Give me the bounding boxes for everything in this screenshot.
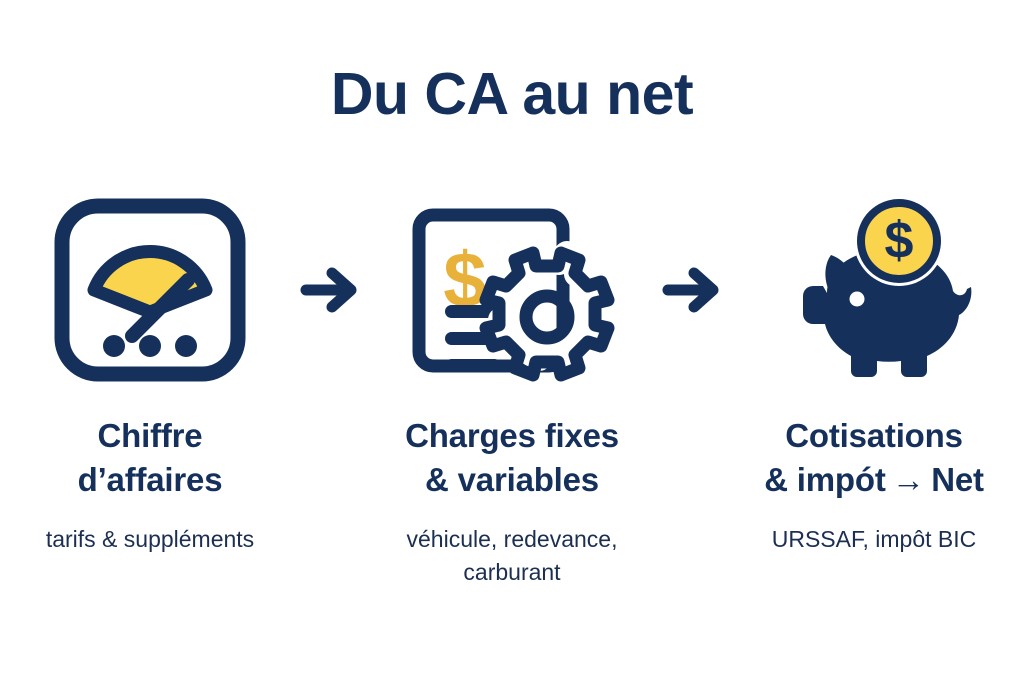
connector-arrow-1	[295, 190, 367, 390]
flow-step-revenue: Chiffre d’affaires tarifs & suppléments	[5, 190, 295, 556]
svg-text:$: $	[884, 211, 913, 269]
piggy-bank-coin-icon: $	[759, 190, 989, 390]
arrow-right-icon	[300, 267, 357, 313]
flow-step-charges: $ Charges fixes & variables véhicu	[367, 190, 657, 588]
step-heading-revenue: Chiffre d’affaires	[77, 417, 223, 498]
page-title: Du CA au net	[330, 61, 694, 127]
step-caption-revenue: tarifs & suppléments	[45, 526, 255, 553]
flow-step-net: $ Cotisations & impót → Net URSSAF, impô…	[729, 190, 1019, 556]
taximeter-gauge-icon	[35, 190, 265, 390]
step-heading-net: Cotisations & impót → Net	[764, 417, 984, 498]
invoice-gear-icon: $	[397, 190, 627, 390]
arrow-right-icon	[662, 267, 719, 313]
step-caption-charges: véhicule, redevance, carburant	[406, 526, 618, 585]
flow-row: Chiffre d’affaires tarifs & suppléments …	[0, 190, 1024, 588]
connector-arrow-2	[657, 190, 729, 390]
step-heading-charges: Charges fixes & variables	[405, 417, 619, 498]
step-caption-net: URSSAF, impôt BIC	[771, 526, 977, 553]
